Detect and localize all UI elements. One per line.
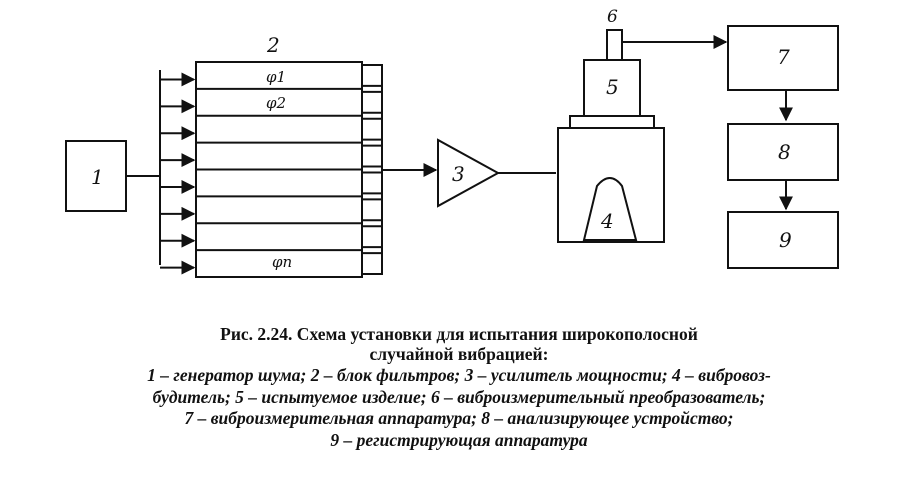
filter-input-arrows xyxy=(160,72,196,275)
filter-output-tab xyxy=(361,171,383,195)
label-phi-2: φ2 xyxy=(266,94,286,112)
label-amplifier: 3 xyxy=(452,162,465,186)
filter-output-tabs xyxy=(361,64,383,275)
label-measuring-equipment: 7 xyxy=(777,45,790,69)
recorder-block xyxy=(727,211,839,269)
measuring-equipment-block xyxy=(727,25,839,91)
transducer-block xyxy=(606,29,623,61)
label-generator: 1 xyxy=(91,165,104,189)
label-filter-bank: 2 xyxy=(266,33,280,57)
label-phi-1: φ1 xyxy=(266,68,286,86)
label-analyzer: 8 xyxy=(778,140,791,164)
caption-legend-line-2: будитель; 5 – испытуемое изделие; 6 – ви… xyxy=(152,386,766,407)
filter-output-tab xyxy=(361,64,383,87)
label-test-item: 5 xyxy=(606,75,619,99)
filter-dividers xyxy=(196,87,362,252)
caption-title-line-1: Рис. 2.24. Схема установки для испытания… xyxy=(220,324,698,344)
vibration-exciter-armature xyxy=(582,177,638,241)
test-setup-diagram: 1 2 φ1 φ2 φn 3 4 5 6 7 8 9 xyxy=(65,7,839,278)
analyzer-block xyxy=(727,123,839,181)
label-recorder: 9 xyxy=(779,228,792,252)
label-vibration-exciter: 4 xyxy=(600,209,614,233)
filter-output-tab xyxy=(361,198,383,222)
filter-output-tab xyxy=(361,90,383,114)
caption-legend-line-3: 7 – виброизмерительная аппаратура; 8 – а… xyxy=(184,408,734,428)
caption-legend-line-1: 1 – генератор шума; 2 – блок фильтров; 3… xyxy=(147,365,771,385)
label-phi-n: φn xyxy=(272,253,292,271)
caption-legend-line-4: 9 – регистрирующая аппаратура xyxy=(330,429,588,450)
filter-output-tab xyxy=(361,144,383,168)
figure-caption: Рис. 2.24. Схема установки для испытания… xyxy=(0,324,918,450)
power-amplifier-triangle xyxy=(437,138,501,208)
label-transducer: 6 xyxy=(607,7,618,27)
filter-output-tab xyxy=(361,117,383,141)
caption-title-line-2: случайной вибрацией: xyxy=(369,344,549,364)
filter-output-tab xyxy=(361,225,383,249)
filter-output-tab xyxy=(361,252,383,275)
exciter-table xyxy=(569,115,655,129)
